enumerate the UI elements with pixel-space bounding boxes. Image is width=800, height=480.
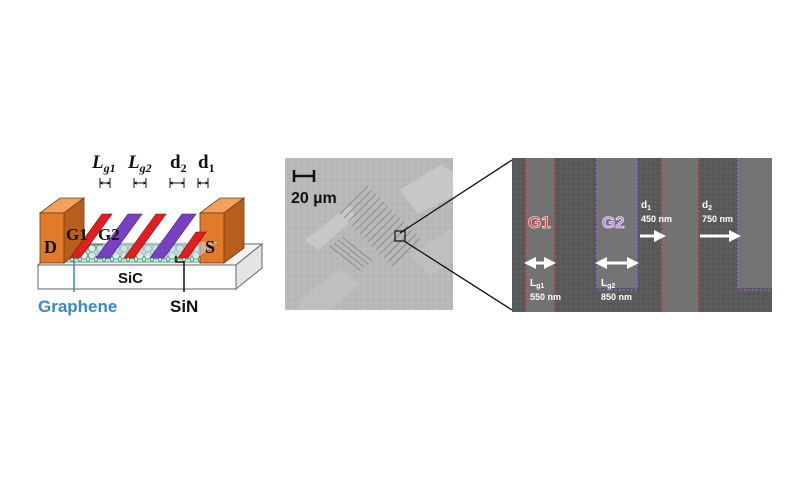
gate-g2-a <box>95 213 143 259</box>
gate-g1-a <box>69 213 113 259</box>
scale-bar-label: 20 µm <box>291 190 337 207</box>
scale-bar <box>292 170 316 182</box>
sem-label-d1: d1 <box>641 200 651 212</box>
gate-g2-b <box>149 213 197 259</box>
sem-image: G1 G2 d1 450 nm d2 750 nm Lg1 550 nm Lg2… <box>512 158 772 312</box>
zoom-region-box <box>394 230 406 242</box>
sin-leader <box>175 256 185 292</box>
source-contact <box>198 197 246 264</box>
label-g2: G2 <box>98 225 120 244</box>
zoom-connector-bottom <box>403 240 513 311</box>
label-d1: d1 <box>198 152 215 175</box>
label-g1: G1 <box>66 225 88 244</box>
gate-g1-c <box>177 231 207 259</box>
sem-label-d2: d2 <box>702 200 712 212</box>
label-drain: D <box>44 237 57 257</box>
label-d2: d2 <box>170 152 187 175</box>
label-source: S <box>205 237 215 257</box>
device-schematic: Lg1 Lg2 d2 d1 D S G1 G2 SiC Graphene SiN <box>36 152 264 316</box>
label-sin: SiN <box>170 297 198 316</box>
sem-value-lg1: 550 nm <box>530 292 561 302</box>
label-substrate: SiC <box>118 270 143 287</box>
substrate-side <box>235 242 263 291</box>
gate-bars <box>69 213 207 259</box>
zoom-connector-top <box>399 159 513 234</box>
sem-value-d1: 450 nm <box>641 214 672 224</box>
label-graphene: Graphene <box>38 297 117 316</box>
sem-value-d2: 750 nm <box>702 214 733 224</box>
optical-micrograph: 20 µm <box>285 158 453 310</box>
comb-fingers <box>329 185 421 271</box>
sem-label-g1: G1 <box>528 213 551 232</box>
sem-value-lg2: 850 nm <box>601 292 632 302</box>
label-lg1: Lg1 <box>91 152 116 175</box>
g2-outlines <box>596 158 772 291</box>
sem-label-g2: G2 <box>602 213 625 232</box>
drain-contact <box>38 197 86 264</box>
gate-g1-b <box>123 213 167 259</box>
dimension-brackets <box>99 178 209 188</box>
label-lg2: Lg2 <box>127 152 152 175</box>
